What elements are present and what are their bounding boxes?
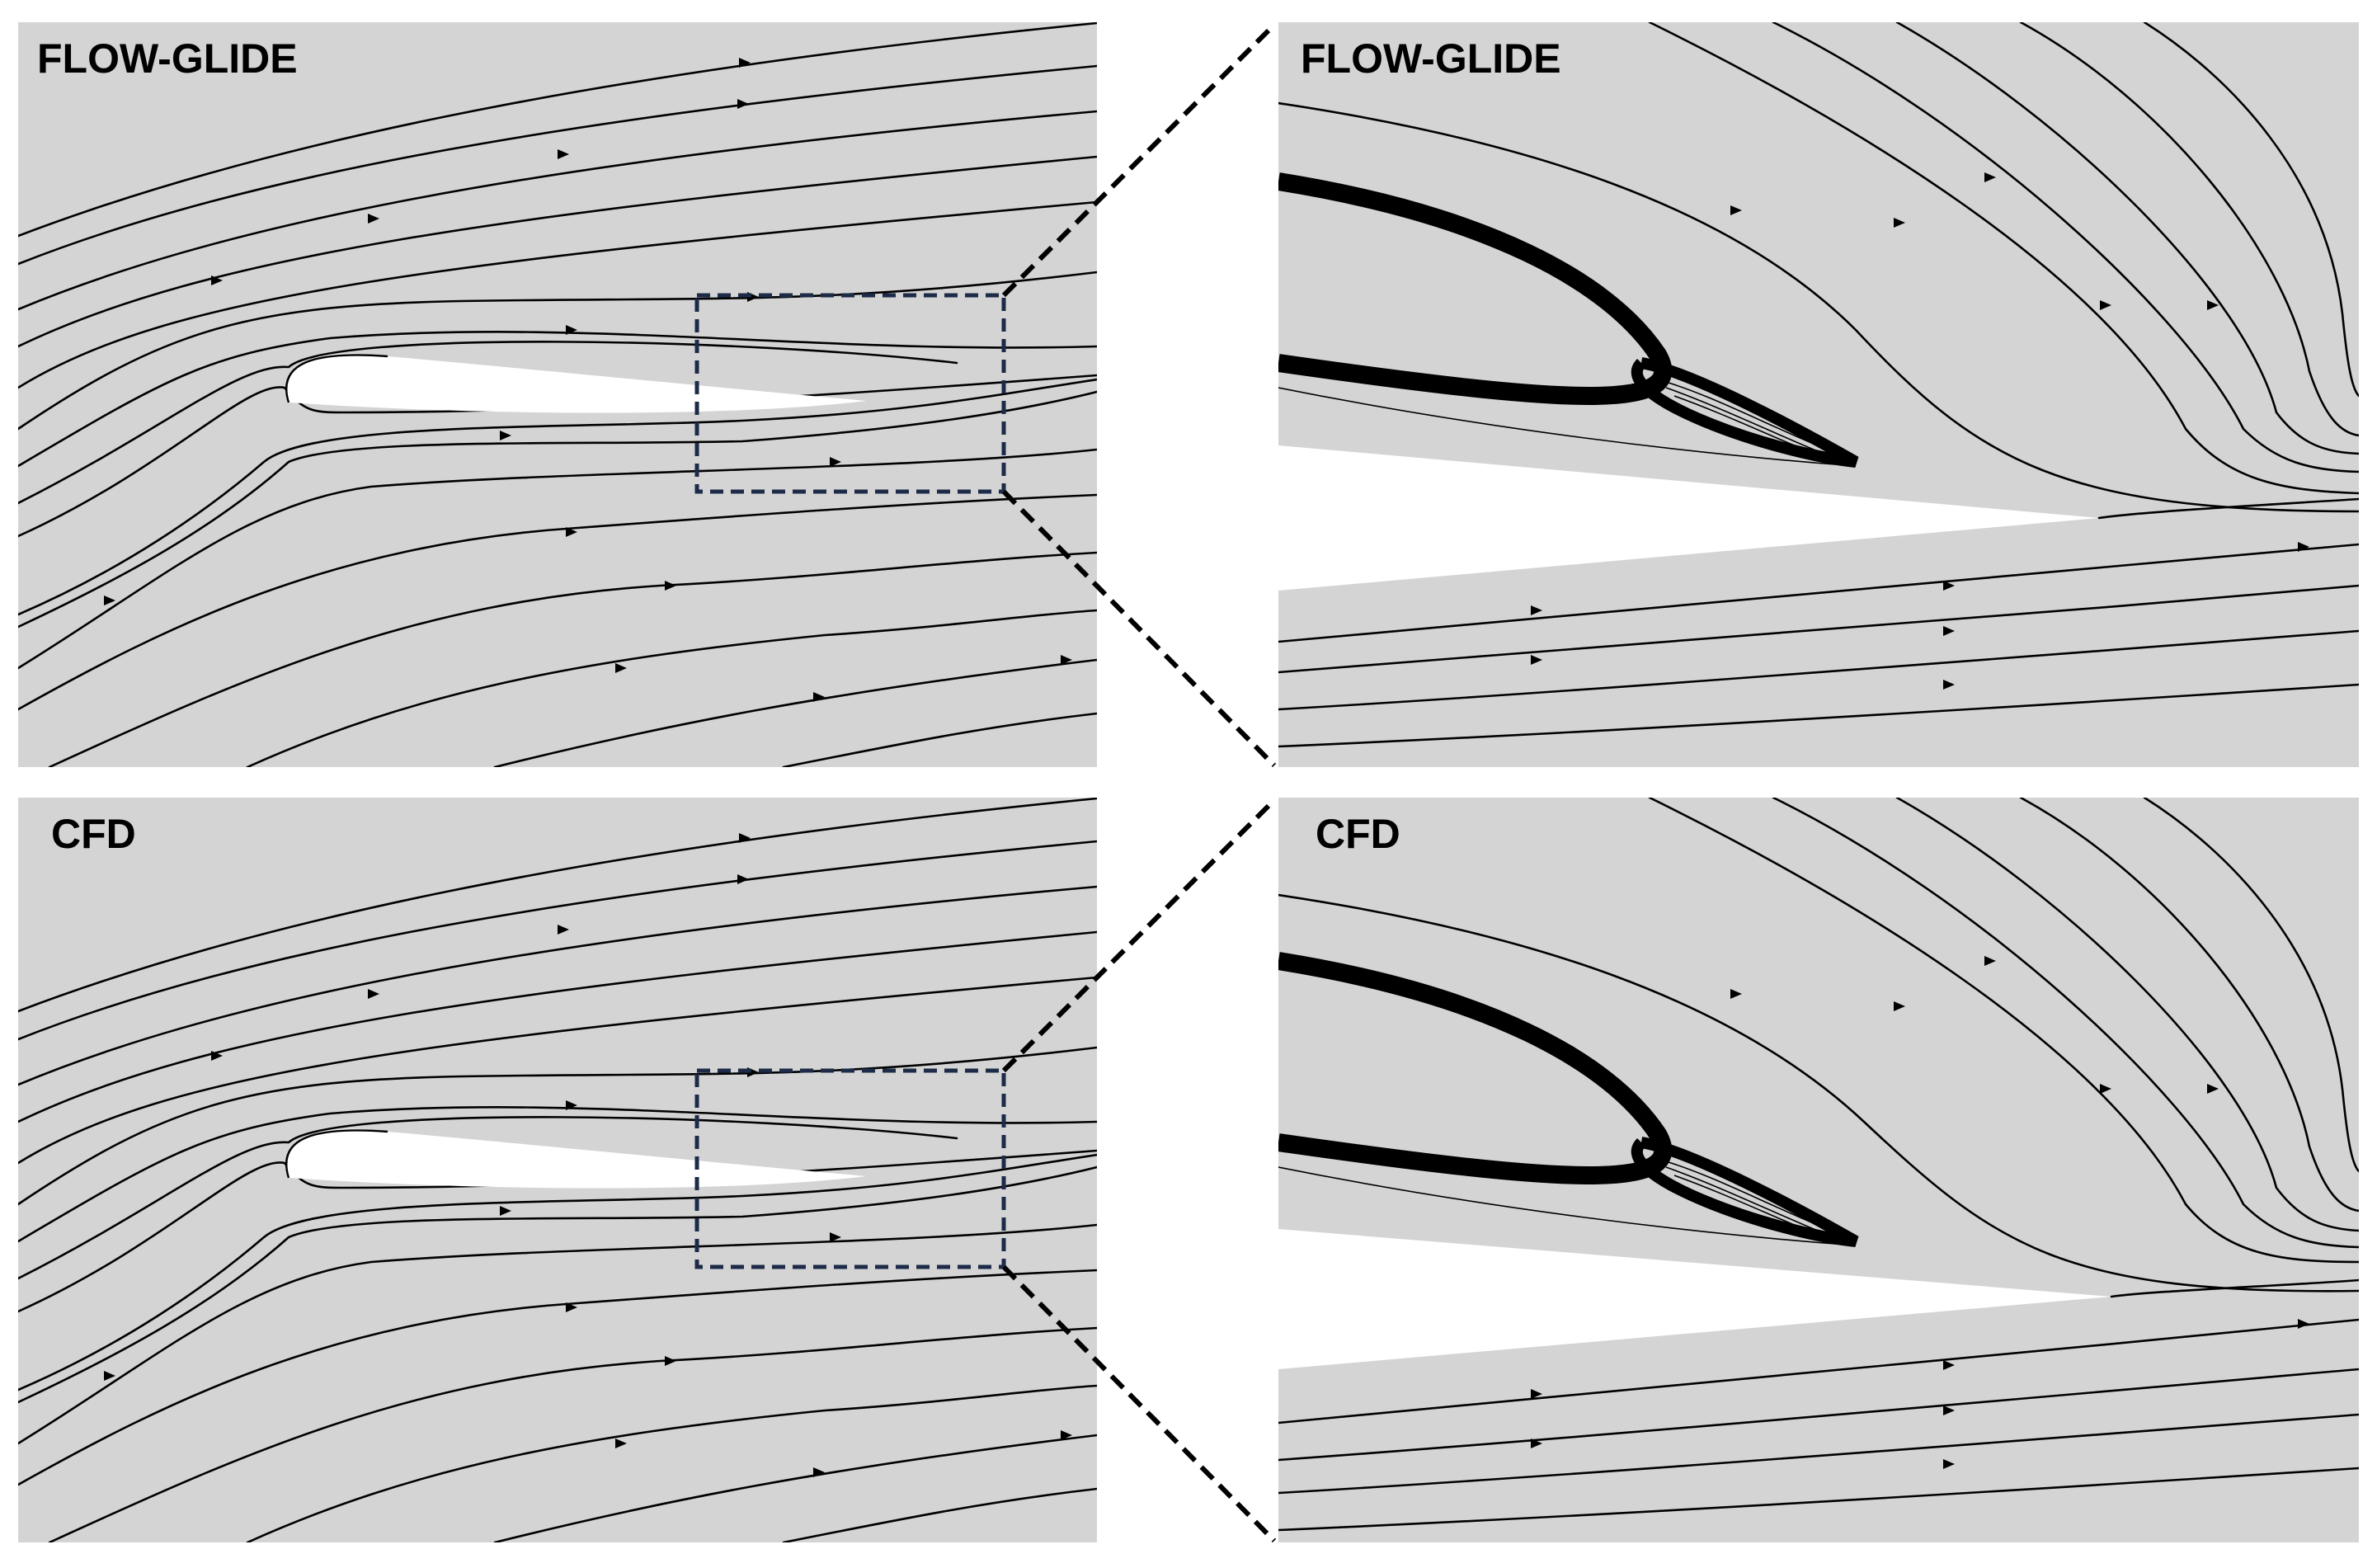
airfoil-trailing-edge-region — [1278, 1229, 2111, 1369]
airfoil-leading-edge — [285, 354, 388, 403]
streamlines-bottom-left — [18, 798, 1097, 1542]
streamlines-bottom-right — [1278, 798, 2359, 1532]
panel-label-top-left: FLOW-GLIDE — [37, 35, 298, 82]
streamlines-top-left — [18, 22, 1097, 767]
flow-direction-arrows — [104, 833, 1072, 1477]
panel-cfd-full: CFD — [18, 798, 1097, 1542]
airfoil-shape — [287, 353, 866, 413]
panel-label-bottom-left: CFD — [51, 811, 136, 857]
separation-bubble — [1278, 172, 1859, 468]
zoom-region-box — [694, 1068, 1006, 1269]
airfoil-shape — [287, 1128, 866, 1189]
airfoil-trailing-edge-region — [1278, 445, 2099, 591]
flow-direction-arrows — [104, 58, 1072, 702]
zoom-connector-upper — [1001, 798, 1277, 1073]
separation-bubble — [1278, 952, 1859, 1247]
zoom-connector-lower — [1001, 489, 1277, 768]
panel-label-top-right: FLOW-GLIDE — [1301, 35, 1561, 82]
airfoil-leading-edge — [285, 1129, 388, 1179]
panel-flow-glide-full: FLOW-GLIDE — [18, 22, 1097, 767]
zoom-connector-upper — [1001, 22, 1277, 298]
panel-flow-glide-zoom: FLOW-GLIDE — [1278, 22, 2359, 767]
streamlines-top-right — [1278, 22, 2359, 748]
panel-label-bottom-right: CFD — [1316, 811, 1400, 857]
zoom-connector-lower — [1001, 1264, 1277, 1543]
panel-cfd-zoom: CFD — [1278, 798, 2359, 1542]
zoom-region-box — [694, 293, 1006, 494]
